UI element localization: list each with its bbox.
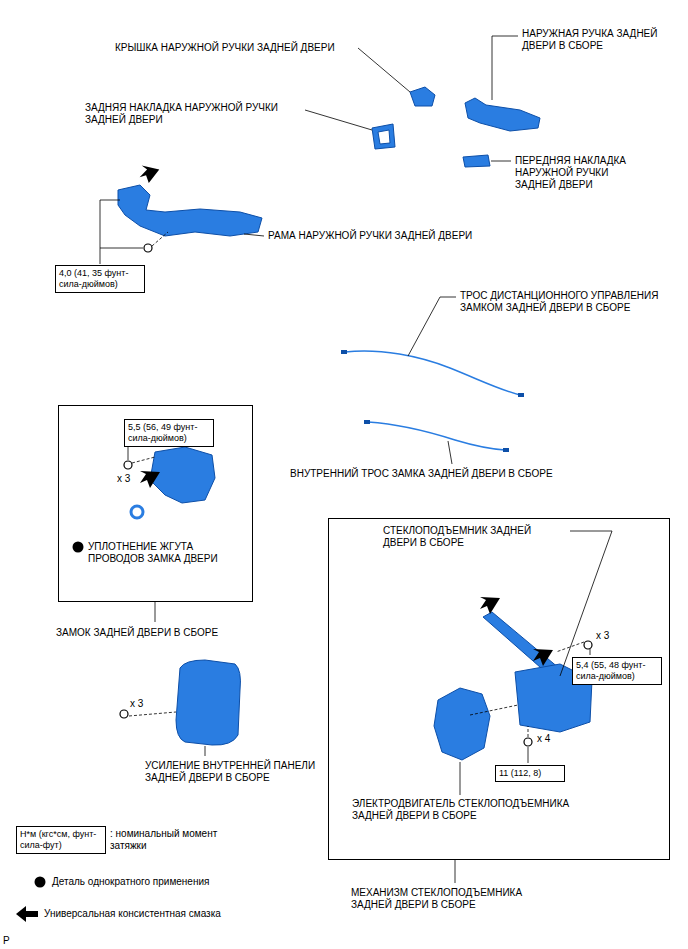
torque-value: Н*м (кгс*см, фунт-сила-фут) [20, 829, 102, 851]
torque-value: 4,0 (41, 35 фунт-сила-дюймов) [59, 268, 141, 290]
cable-end [341, 350, 347, 354]
quantity: x 3 [130, 698, 155, 710]
torque-box: 4,0 (41, 35 фунт-сила-дюймов) [55, 265, 145, 293]
grease-marks [139, 165, 553, 666]
leader [560, 531, 612, 676]
torque-value: 5,4 (55, 48 фунт-сила-дюймов) [576, 660, 658, 682]
handle-frame [118, 185, 262, 236]
part-name: УПЛОТНЕНИЕ ЖГУТА ПРОВОДОВ ЗАМКА ДВЕРИ [88, 541, 238, 565]
grease-arrow [139, 165, 160, 184]
leader [448, 441, 452, 464]
seal-ring [131, 506, 143, 518]
page-code: P [3, 935, 18, 947]
cable-ends [341, 350, 524, 452]
door-lock [150, 447, 215, 503]
handle-cover [410, 87, 435, 106]
group-frame: ЗАМОК ЗАДНЕЙ ДВЕРИ В СБОРЕ5,5 (56, 49 фу… [58, 405, 253, 602]
leader [155, 602, 156, 622]
leader [305, 110, 372, 130]
grease-arrow [140, 471, 160, 488]
axis-line [129, 712, 176, 716]
front-pad [463, 155, 490, 167]
bolts [120, 244, 592, 746]
leader [460, 762, 461, 795]
bolt [584, 641, 592, 649]
bolt [144, 244, 152, 252]
torque-value: 5,5 (56, 49 фунт-сила-дюймов) [128, 422, 210, 444]
torque-box: 5,5 (56, 49 фунт-сила-дюймов) [124, 419, 214, 447]
leader [455, 860, 456, 883]
single-use-dot [73, 542, 84, 553]
cables [345, 351, 520, 450]
cable-end [364, 420, 370, 424]
outside-handle [465, 98, 540, 131]
torque-box: 11 (112, 8) [495, 765, 565, 782]
reinforcement [176, 660, 240, 745]
regulator-motor [434, 688, 490, 760]
part-name: ПЕРЕДНЯЯ НАКЛАДКА НАРУЖНОЙ РУЧКИ ЗАДНЕЙ … [515, 155, 650, 191]
group-title: МЕХАНИЗМ СТЕКЛОПОДЪЕМНИКА ЗАДНЕЙ ДВЕРИ В… [351, 887, 551, 911]
bolt [124, 461, 132, 469]
leader [128, 446, 129, 460]
grease-arrow [480, 597, 500, 614]
leader [590, 649, 591, 655]
part-name: НАРУЖНАЯ РУЧКА ЗАДНЕЙ ДВЕРИ В СБОРЕ [522, 28, 680, 52]
quantity: x 3 [117, 473, 142, 485]
part-name: УСИЛЕНИЕ ВНУТРЕННЕЙ ПАНЕЛИ ЗАДНЕЙ ДВЕРИ … [145, 760, 345, 784]
leader [358, 48, 410, 92]
axis-line [528, 726, 529, 737]
bracket [100, 248, 143, 249]
part-name: ЭЛЕКТРОДВИГАТЕЛЬ СТЕКЛОПОДЪЕМНИКА ЗАДНЕЙ… [352, 798, 587, 822]
torque-box: 5,4 (55, 48 фунт-сила-дюймов) [572, 657, 662, 685]
bracket [100, 200, 120, 264]
leader [528, 747, 529, 763]
cable-end [503, 448, 509, 452]
rear-pad [372, 124, 395, 149]
legend-text: Деталь однократного применения [52, 876, 272, 888]
legend-torque-box: Н*м (кгс*см, фунт-сила-фут) [16, 826, 106, 854]
leader [244, 234, 264, 236]
legend-arrow [16, 906, 38, 922]
cable-end [518, 393, 524, 397]
quantity: x 4 [537, 733, 562, 745]
group-title: ЗАМОК ЗАДНЕЙ ДВЕРИ В СБОРЕ [56, 627, 256, 639]
legend-dot [35, 877, 46, 888]
legend-text: Универсальная консистентная смазка [44, 908, 284, 920]
axis-line [470, 705, 518, 715]
inner-cable [368, 422, 505, 450]
part-name: ТРОС ДИСТАНЦИОННОГО УПРАВЛЕНИЯ ЗАМКОМ ЗА… [460, 290, 660, 314]
leader [408, 297, 456, 356]
grease-arrow [533, 649, 553, 666]
remote-cable [345, 351, 520, 395]
part-name: ВНУТРЕННИЙ ТРОС ЗАМКА ЗАДНЕЙ ДВЕРИ В СБО… [290, 468, 610, 480]
leader [205, 746, 206, 756]
part-name: РАМА НАРУЖНОЙ РУЧКИ ЗАДНЕЙ ДВЕРИ [268, 230, 508, 242]
legend-text: : номинальный момент затяжки [110, 828, 220, 852]
bolt [524, 738, 532, 746]
leader [491, 161, 511, 162]
leader [492, 36, 518, 100]
axis-line [132, 457, 155, 463]
part-name: КРЫШКА НАРУЖНОЙ РУЧКИ ЗАДНЕЙ ДВЕРИ [115, 42, 365, 54]
quantity: x 3 [596, 630, 621, 642]
torque-value: 11 (112, 8) [499, 768, 561, 779]
bolt [120, 710, 128, 718]
axis-line [152, 232, 168, 246]
part-name: ЗАДНЯЯ НАКЛАДКА НАРУЖНОЙ РУЧКИ ЗАДНЕЙ ДВ… [85, 102, 300, 126]
part-name: СТЕКЛОПОДЪЕМНИК ЗАДНЕЙ ДВЕРИ В СБОРЕ [383, 525, 563, 549]
